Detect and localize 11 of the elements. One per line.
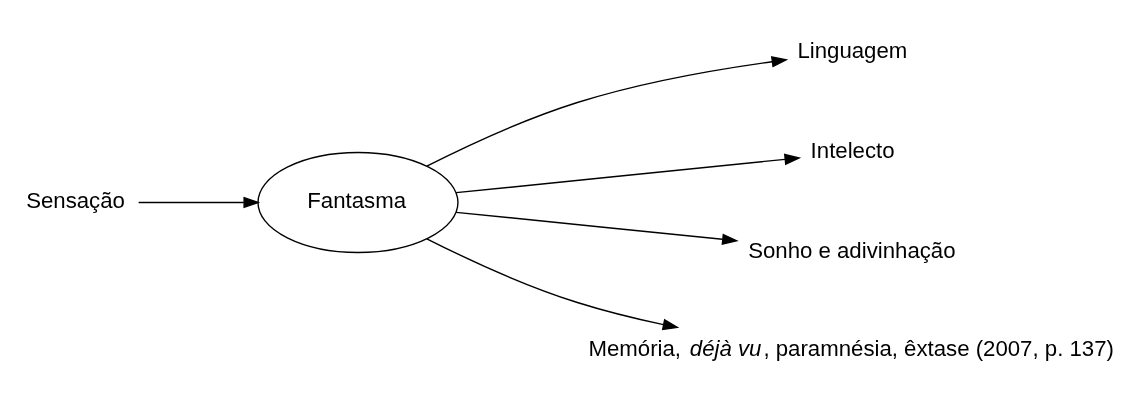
arrow: [455, 153, 802, 194]
node-text: Sensação: [26, 187, 125, 213]
arrow: [426, 56, 789, 167]
node-text: Linguagem: [797, 37, 908, 63]
node-ellipse: Fantasma: [257, 151, 459, 254]
node-text: Sonho e adivinhação: [748, 237, 956, 263]
arrow: [426, 238, 680, 331]
node-text: Memória, déjà vu, paramnésia, êxtase (2007, p. 137): [588, 336, 1114, 362]
node-text: Intelecto: [810, 137, 895, 163]
arrow: [137, 196, 261, 209]
arrow: [455, 211, 739, 246]
